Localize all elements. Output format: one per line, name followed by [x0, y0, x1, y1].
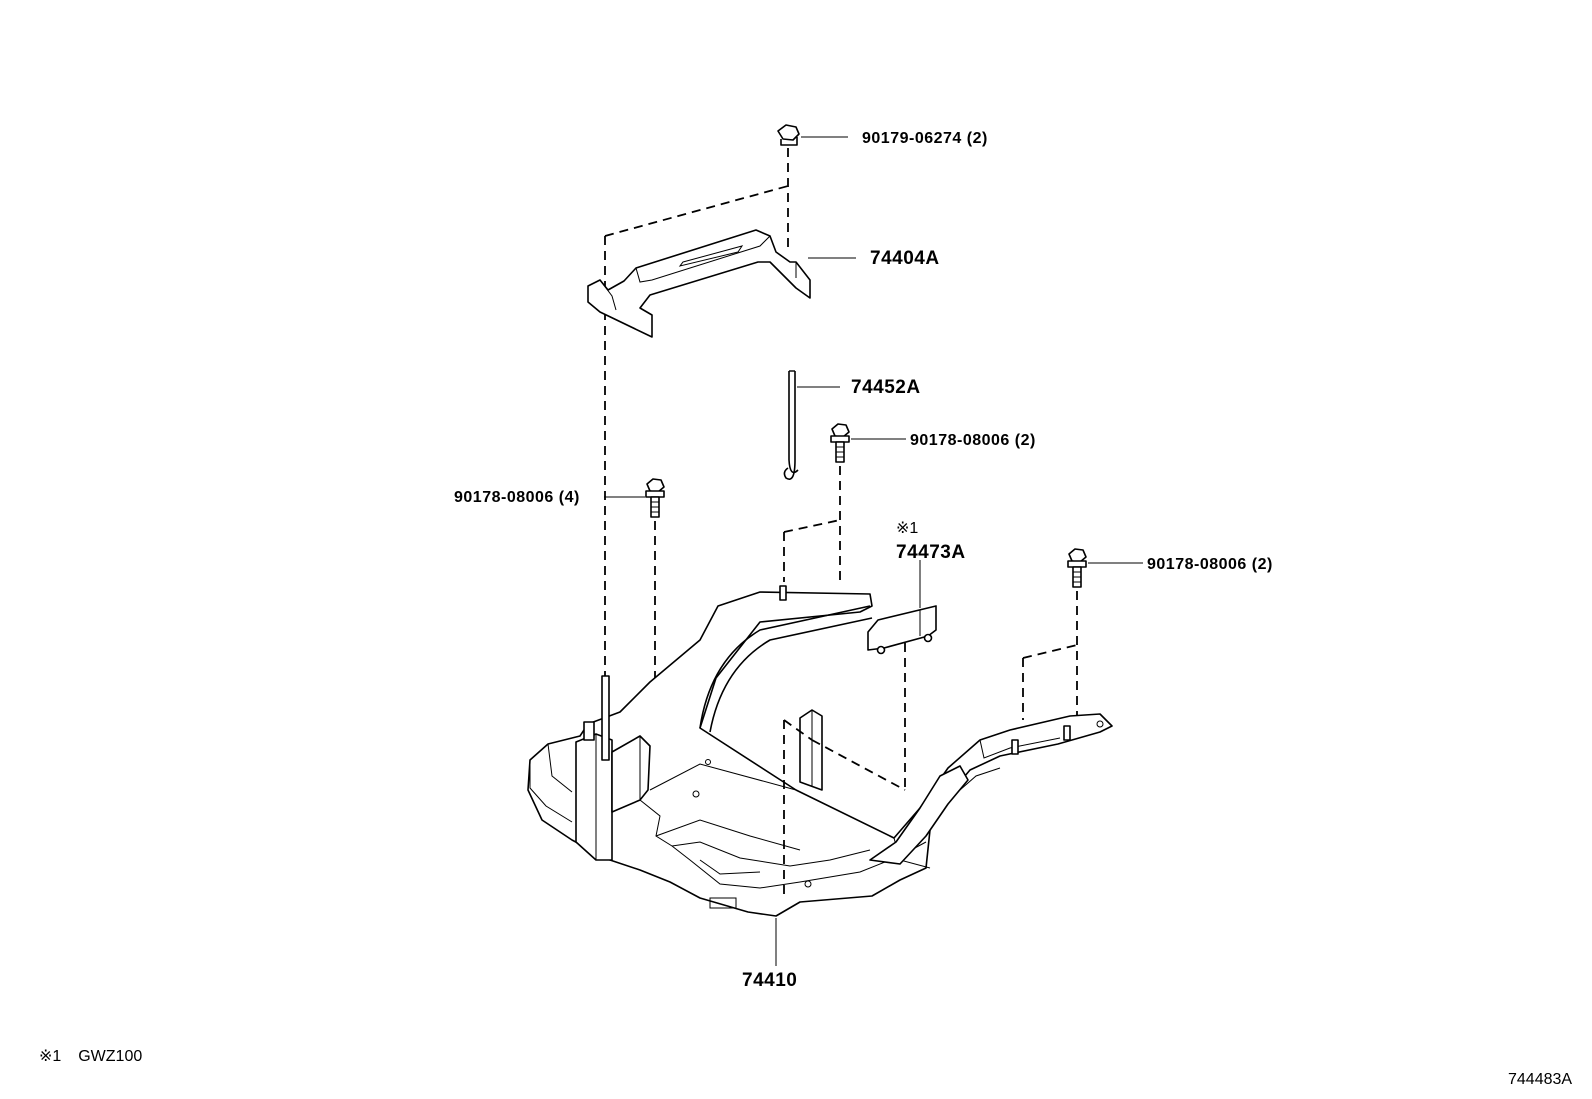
battery-tray	[527, 585, 1113, 966]
flange-nut-icon	[777, 124, 848, 146]
tray-reinforcement-plate	[867, 560, 937, 655]
battery-clamp-bracket	[587, 229, 856, 338]
part-label-nut-top: 90179-06274 (2)	[862, 130, 988, 147]
assembly-path-line	[1022, 644, 1078, 659]
assembly-path-line	[604, 185, 789, 237]
assembly-path-line	[811, 739, 906, 791]
part-label-battery-tray: 74410	[742, 970, 798, 991]
flange-bolt-icon	[604, 478, 665, 518]
assembly-path-line	[783, 519, 841, 533]
part-label-clamp-bracket: 74404A	[870, 248, 940, 269]
hook-rod	[783, 370, 840, 480]
flange-bolt-icon	[1067, 548, 1143, 588]
part-label-hook-rod: 74452A	[851, 377, 921, 398]
footnote: ※1 GWZ100	[39, 1049, 142, 1065]
footnote-text: GWZ100	[78, 1048, 143, 1065]
assembly-path-line	[783, 719, 813, 741]
part-label-reinforcement: 74473A	[896, 542, 966, 563]
part-note-marker: ※1	[896, 520, 919, 537]
footnote-marker: ※1	[39, 1048, 62, 1065]
illustration-id: 744483A	[1508, 1071, 1573, 1088]
part-label-bolt-middle: 90178-08006 (2)	[910, 432, 1036, 449]
flange-bolt-icon	[830, 423, 906, 463]
part-label-bolt-right: 90178-08006 (2)	[1147, 556, 1273, 573]
part-label-bolt-left: 90178-08006 (4)	[454, 489, 580, 506]
